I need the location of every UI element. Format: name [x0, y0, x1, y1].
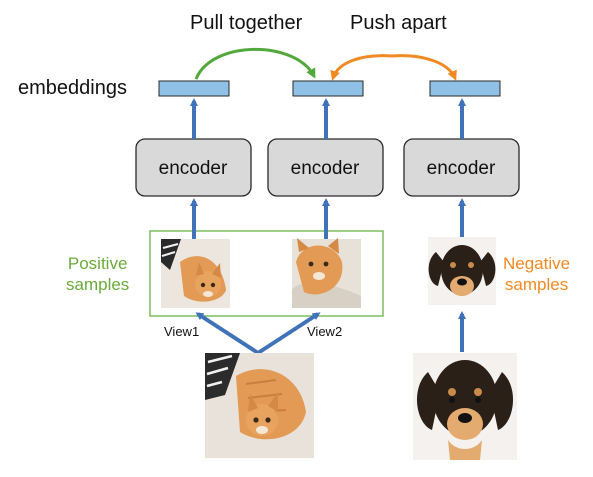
pull-together-label: Pull together: [190, 12, 303, 34]
negative-samples-label: Negative samples: [503, 253, 570, 296]
negative-samples-line-1: Negative: [503, 254, 571, 273]
positive-samples-box: [149, 230, 384, 317]
push-apart-arrow-right: [391, 54, 457, 81]
positive-samples-line-1: Positive: [67, 254, 128, 273]
embedding-bar-3: [429, 80, 501, 97]
view2-label: View2: [307, 324, 343, 339]
view1-label: View1: [164, 324, 200, 339]
arrow-original-to-view2: [256, 312, 321, 355]
push-apart-label: Push apart: [350, 12, 447, 34]
push-apart-arrow-left: [330, 54, 393, 81]
positive-samples-line-2: samples: [66, 275, 130, 295]
embedding-bar-1: [158, 80, 230, 97]
positive-samples-label: Positive samples: [66, 253, 129, 296]
encoder-label-1: encoder: [159, 158, 228, 179]
pull-together-arrow: [194, 47, 316, 80]
cat-crop-view1-image: [161, 239, 230, 308]
puppy-crop-image: [428, 237, 496, 305]
original-puppy-image: [413, 353, 517, 460]
embedding-bar-2: [292, 80, 364, 97]
original-cat-image: [205, 353, 314, 458]
arrow-original-to-view1: [195, 312, 260, 355]
cat-crop-view2-image: [292, 238, 361, 308]
encoder-label-2: encoder: [291, 158, 360, 179]
negative-samples-line-2: samples: [504, 275, 569, 295]
embeddings-label: embeddings: [18, 77, 127, 99]
encoder-label-3: encoder: [427, 158, 496, 179]
